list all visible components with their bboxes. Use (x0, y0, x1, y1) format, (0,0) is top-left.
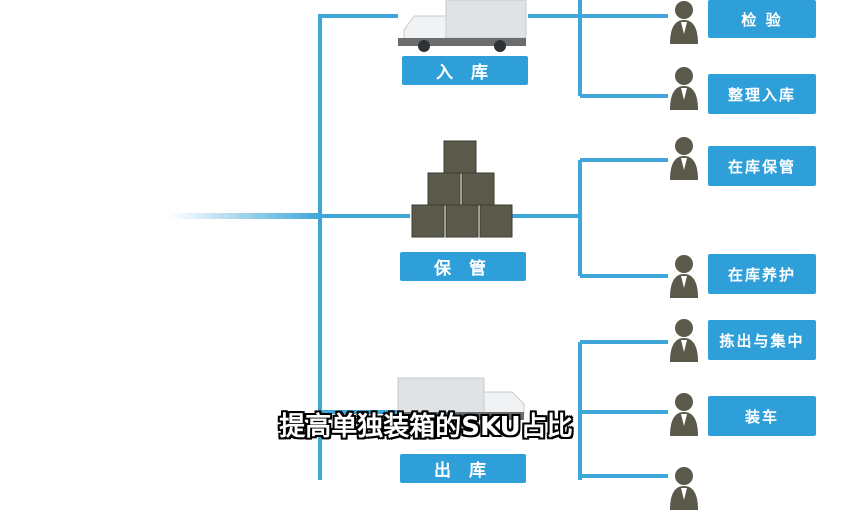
person-icon (670, 319, 698, 362)
stage-label-inbound: 入 库 (402, 56, 528, 85)
person-icon (670, 1, 698, 44)
person-icon (670, 393, 698, 436)
truck-icon (397, 377, 525, 420)
person-icon (670, 137, 698, 180)
task-label-inspection: 检 验 (708, 0, 816, 38)
incoming-connector (170, 213, 320, 219)
truck-icon (398, 0, 527, 52)
stage-label-outbound: 出 库 (400, 454, 526, 483)
task-label-loading: 装车 (708, 396, 816, 436)
person-icon (670, 67, 698, 110)
stage-label-storage: 保 管 (400, 252, 526, 281)
person-icon (670, 467, 698, 510)
subtitle-caption: 提高单独装箱的SKU占比 (279, 412, 573, 442)
task-label-maintenance: 在库养护 (708, 254, 816, 294)
flow-diagram (170, 0, 668, 480)
task-label-picking: 拣出与集中 (708, 320, 816, 360)
task-label-storage: 在库保管 (708, 146, 816, 186)
task-label-sorting: 整理入库 (708, 74, 816, 114)
boxes-icon (411, 140, 513, 238)
person-icon (670, 255, 698, 298)
